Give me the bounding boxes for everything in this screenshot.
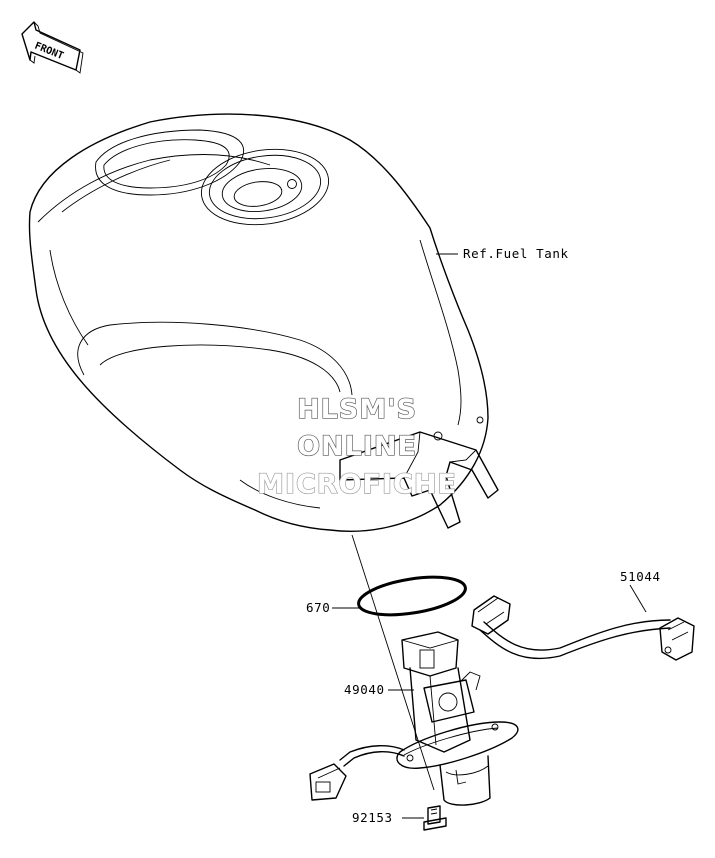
part-number-49040: 49040 xyxy=(344,682,385,697)
watermark-line-3: MICROFICHE xyxy=(257,469,457,500)
watermark: HLSM'S ONLINE MICROFICHE xyxy=(256,393,457,500)
watermark-line-2: ONLINE xyxy=(297,431,417,462)
front-arrow-icon: FRONT xyxy=(21,21,84,74)
part-number-92153: 92153 xyxy=(352,810,393,825)
fuel-pump-49040 xyxy=(396,631,519,806)
bolt-92153 xyxy=(423,805,447,831)
part-number-670: 670 xyxy=(306,600,330,615)
fuel-hose-51044 xyxy=(471,595,695,661)
pump-wiring-connector xyxy=(309,745,405,801)
watermark-line-1: HLSM'S xyxy=(297,394,417,425)
gasket-670 xyxy=(357,575,467,617)
fuel-tank xyxy=(28,113,499,532)
fuel-tank-reference-label: Ref.Fuel Tank xyxy=(463,246,569,261)
part-number-51044: 51044 xyxy=(620,569,661,584)
